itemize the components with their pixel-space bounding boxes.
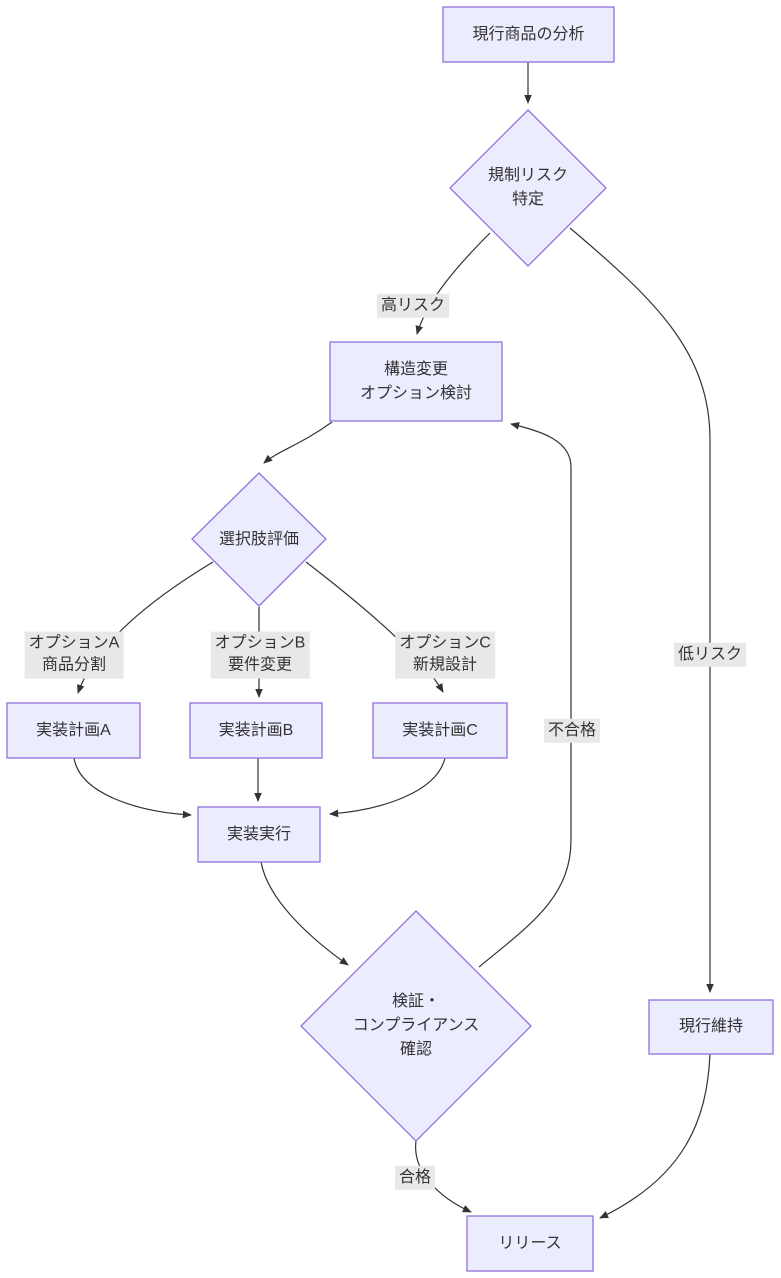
edge-maintain-to-release — [599, 1053, 711, 1219]
edge-label-pass: 合格 — [394, 1165, 436, 1191]
edge-label-fail: 不合格 — [543, 718, 601, 744]
edge-label-option-b-line: 要件変更 — [227, 657, 292, 674]
edge-plan-a-to-execute — [73, 757, 192, 819]
edge-label-option-c: オプションC 新規設計 — [395, 631, 495, 679]
edge-label-option-a: オプションA 商品分割 — [24, 631, 124, 679]
edge-label-fail-text: 不合格 — [547, 721, 597, 739]
edge-label-low-risk: 低リスク — [673, 642, 747, 668]
node-plan-b-shape — [189, 702, 323, 759]
node-verify-shape — [300, 910, 532, 1142]
edge-option-study-to-evaluate — [263, 421, 333, 464]
edge-risk-check-to-option-study — [415, 232, 491, 335]
edge-label-option-a-line: オプションA — [28, 634, 120, 652]
edge-label-option-c-line: 新規設計 — [412, 657, 477, 674]
edge-label-high-risk: 高リスク — [376, 293, 450, 319]
node-analysis-shape — [442, 6, 615, 63]
edge-label-option-b: オプションB 要件変更 — [210, 631, 310, 679]
node-release-shape — [466, 1215, 594, 1272]
edge-risk-check-to-maintain — [569, 227, 714, 993]
nodes-group — [6, 6, 774, 1272]
node-maintain-shape — [648, 999, 774, 1055]
edge-label-option-c-line: オプションC — [399, 634, 491, 652]
edge-execute-to-verify — [260, 861, 349, 966]
edge-label-high-risk-text: 高リスク — [380, 296, 446, 314]
edge-verify-to-option-study — [478, 422, 572, 968]
edge-label-pass-text: 合格 — [398, 1168, 432, 1186]
node-execute-shape — [197, 806, 321, 863]
node-plan-c-shape — [372, 702, 508, 759]
edge-label-low-risk-text: 低リスク — [677, 645, 743, 663]
edge-label-option-a-line: 商品分割 — [41, 657, 106, 674]
node-option-study-shape — [329, 341, 503, 422]
edge-label-option-b-line: オプションB — [214, 634, 306, 652]
edge-plan-c-to-execute — [329, 757, 446, 818]
node-risk-check-shape — [449, 109, 607, 267]
node-plan-a-shape — [6, 702, 141, 759]
node-evaluate-shape — [191, 472, 327, 607]
